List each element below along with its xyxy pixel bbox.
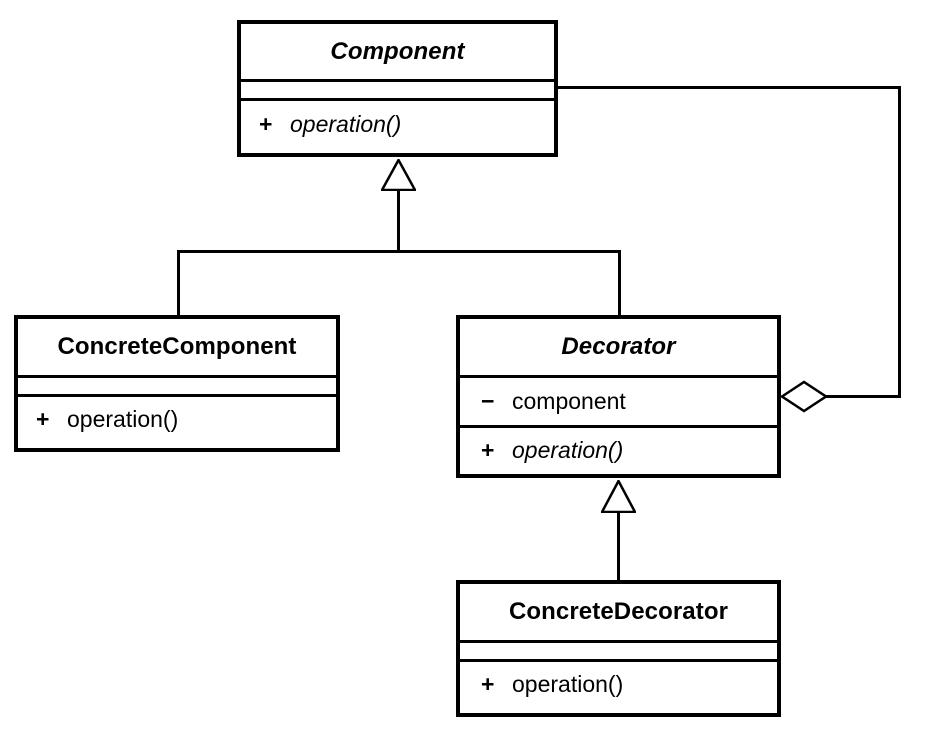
aggregation-line-horizontal-top: [555, 86, 901, 89]
visibility-marker: −: [481, 388, 495, 414]
class-box-decorator[interactable]: Decorator − component + operation(): [456, 315, 781, 478]
generalization-drop-decorator: [618, 250, 621, 317]
generalization-stem-component: [397, 189, 400, 252]
visibility-marker: +: [481, 671, 495, 697]
component-attributes-compartment: [241, 79, 554, 98]
operation-name: operation(): [290, 110, 402, 137]
attribute-name: component: [512, 388, 626, 414]
aggregation-line-vertical: [898, 86, 901, 398]
decorator-attributes-compartment: − component: [460, 375, 777, 425]
class-box-concrete-component[interactable]: ConcreteComponent + operation(): [14, 315, 340, 452]
concrete-component-name-compartment: ConcreteComponent: [18, 319, 336, 375]
generalization-stem-concrete-decorator: [617, 511, 620, 582]
visibility-marker: +: [36, 406, 50, 432]
operation-name: operation(): [512, 436, 624, 463]
attribute-row: − component: [481, 388, 626, 415]
class-name-component: Component: [330, 37, 465, 65]
class-name-decorator: Decorator: [561, 333, 676, 360]
operation-row: + operation(): [259, 111, 401, 138]
generalization-drop-concrete-component: [177, 250, 180, 317]
concrete-component-attributes-compartment: [18, 375, 336, 394]
class-box-concrete-decorator[interactable]: ConcreteDecorator + operation(): [456, 580, 781, 717]
class-name-concrete-decorator: ConcreteDecorator: [508, 598, 729, 625]
operation-row: + operation(): [36, 406, 178, 433]
concrete-decorator-attributes-compartment: [460, 640, 777, 659]
concrete-component-operations-compartment: + operation(): [18, 394, 336, 442]
concrete-decorator-operations-compartment: + operation(): [460, 659, 777, 707]
class-box-component[interactable]: Component + operation(): [237, 20, 558, 157]
component-name-compartment: Component: [241, 24, 554, 79]
visibility-marker: +: [481, 436, 495, 463]
generalization-arrowhead-component: [381, 159, 416, 191]
operation-row: + operation(): [481, 671, 623, 698]
class-name-concrete-component: ConcreteComponent: [57, 333, 297, 360]
operation-name: operation(): [512, 671, 624, 697]
concrete-decorator-name-compartment: ConcreteDecorator: [460, 584, 777, 640]
visibility-marker: +: [259, 110, 273, 137]
operation-row: + operation(): [481, 437, 623, 464]
component-operations-compartment: + operation(): [241, 98, 554, 147]
decorator-operations-compartment: + operation(): [460, 425, 777, 472]
aggregation-line-horizontal-bottom: [824, 395, 901, 398]
operation-name: operation(): [67, 406, 179, 432]
generalization-arrowhead-decorator: [601, 480, 636, 513]
aggregation-diamond-decorator: [781, 379, 827, 414]
decorator-name-compartment: Decorator: [460, 319, 777, 375]
generalization-branch-bar: [177, 250, 621, 253]
